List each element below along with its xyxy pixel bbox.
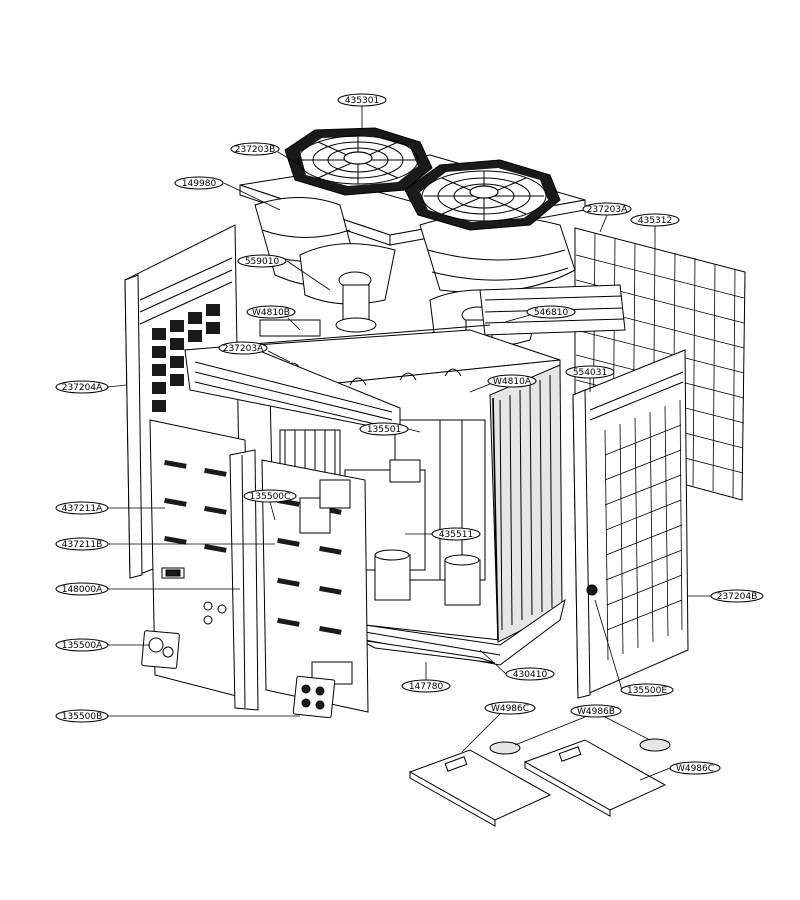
front-panel-right xyxy=(261,459,369,713)
callout-559010: 559010 xyxy=(237,254,287,268)
callout-text: 559010 xyxy=(245,257,280,267)
callout-text: 237204B xyxy=(717,592,758,602)
callout-text: W4810B xyxy=(252,308,290,318)
callout-text: 437211B xyxy=(62,540,103,550)
callout-text: 135500B xyxy=(62,712,103,722)
callout-W4986B: W4986B xyxy=(570,704,622,718)
callout-text: 135500A xyxy=(62,641,103,651)
callout-135501: 135501 xyxy=(359,422,409,436)
callout-W4986C-right: W4986C xyxy=(669,761,721,775)
callout-430410: 430410 xyxy=(505,667,555,681)
callout-text: 147780 xyxy=(409,682,444,692)
callout-text: 237204A xyxy=(62,383,103,393)
callout-text: 435301 xyxy=(345,96,379,106)
callout-435511: 435511 xyxy=(431,527,481,541)
callout-435301: 435301 xyxy=(337,93,387,107)
leader-lines xyxy=(107,106,712,781)
callout-148000A: 148000A xyxy=(55,582,109,596)
bottom-plate-left xyxy=(408,749,552,827)
callout-135500A: 135500A xyxy=(55,638,109,652)
callout-147780: 147780 xyxy=(401,679,451,693)
callout-text: W4810A xyxy=(493,377,532,387)
callout-text: 135501 xyxy=(367,425,401,435)
callout-437211B: 437211B xyxy=(55,537,109,551)
right-side-frame xyxy=(572,349,689,699)
front-top-panel xyxy=(184,324,491,433)
callout-text: 430410 xyxy=(513,670,548,680)
callout-237204A: 237204A xyxy=(55,380,109,394)
callout-text: 149980 xyxy=(182,179,217,189)
callout-text: 435312 xyxy=(638,216,672,226)
callout-text: 437211A xyxy=(62,504,103,514)
fan-guard-right xyxy=(404,159,561,231)
callout-135500B: 135500B xyxy=(55,709,109,723)
callout-text: 237203A xyxy=(223,344,264,354)
callout-437211A: 437211A xyxy=(55,501,109,515)
service-cover-b xyxy=(292,675,336,719)
callout-546810: 546810 xyxy=(526,305,576,319)
callout-text: 237203B xyxy=(235,145,276,155)
callout-435312: 435312 xyxy=(630,213,680,227)
callout-W4810A: W4810A xyxy=(487,374,537,388)
callout-554031: 554031 xyxy=(565,365,615,379)
front-panel-left xyxy=(149,419,253,701)
callout-W4986C-left: W4986C xyxy=(484,701,536,715)
callout-text: 148000A xyxy=(62,585,103,595)
bottom-caps xyxy=(489,738,671,755)
callout-text: 237203A xyxy=(587,205,628,215)
center-post xyxy=(229,449,259,711)
callout-text: 135500E xyxy=(627,686,667,696)
callout-text: W4986C xyxy=(676,764,714,774)
callout-149980: 149980 xyxy=(174,176,224,190)
callout-237203B: 237203B xyxy=(230,142,280,156)
callout-text: 554031 xyxy=(573,368,607,378)
callout-text: W4986B xyxy=(577,707,615,717)
bottom-plate-right xyxy=(523,739,667,817)
service-cover-a xyxy=(141,630,180,669)
callout-237204B: 237204B xyxy=(710,589,764,603)
callout-237203A-top: 237203A xyxy=(582,202,632,216)
callout-text: 435511 xyxy=(439,530,473,540)
callout-135500E: 135500E xyxy=(620,683,674,697)
callout-135500C: 135500C xyxy=(243,489,297,503)
callout-237203A-mid: 237203A xyxy=(218,341,268,355)
callout-text: 546810 xyxy=(534,308,569,318)
callout-W4810B: W4810B xyxy=(246,305,296,319)
callout-text: 135500C xyxy=(250,492,291,502)
fan-guard-left xyxy=(284,127,433,196)
callout-text: W4986C xyxy=(491,704,529,714)
